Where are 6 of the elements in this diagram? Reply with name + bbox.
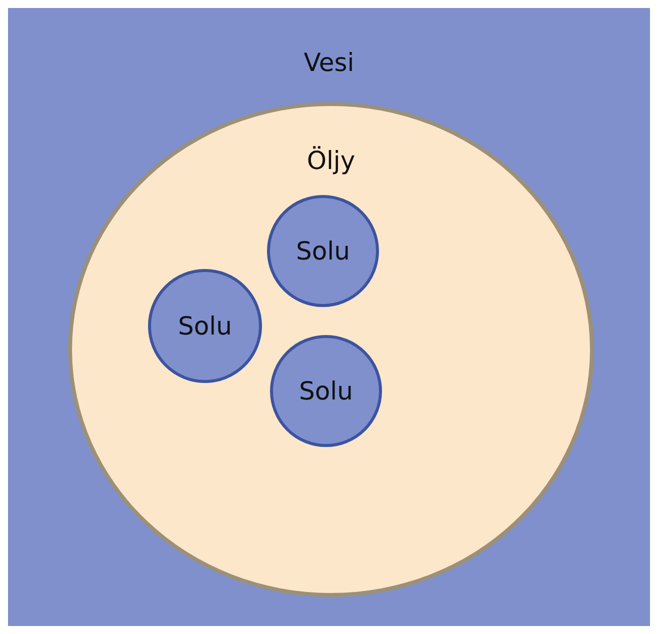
region-label: Öljy xyxy=(306,146,356,175)
cell-label: Solu xyxy=(299,376,353,406)
water-background xyxy=(8,8,650,626)
cell-label: Solu xyxy=(296,236,350,266)
region-label: Vesi xyxy=(304,48,354,77)
cell-label: Solu xyxy=(178,312,232,340)
